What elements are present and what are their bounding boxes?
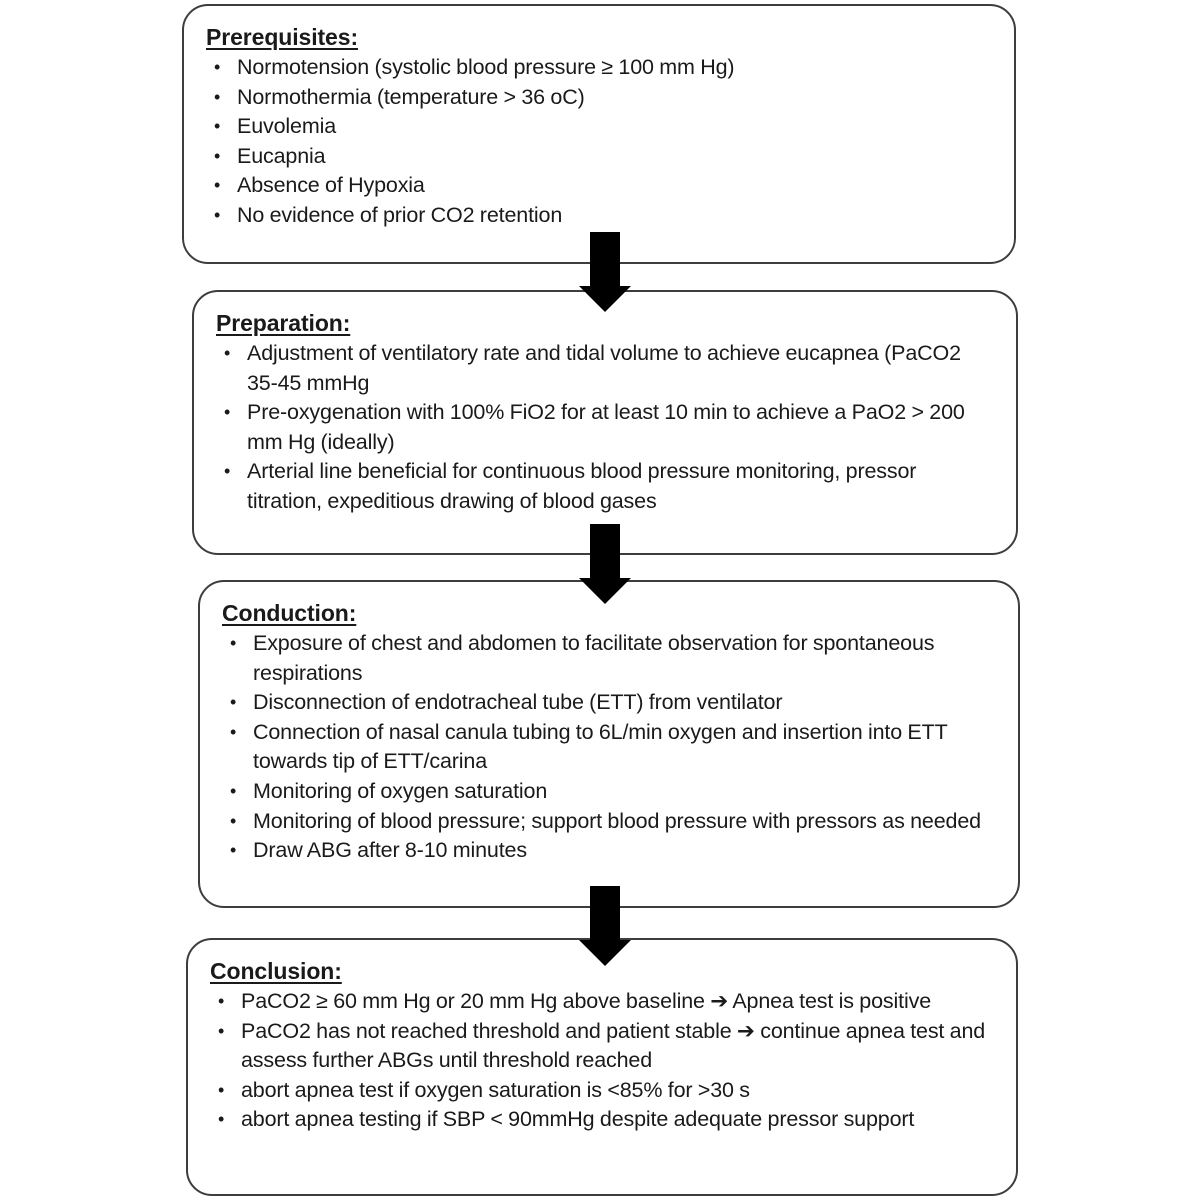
list-item: Normothermia (temperature > 36 oC) [206, 83, 994, 113]
list-item: Absence of Hypoxia [206, 171, 994, 201]
flowchart-node-conduction: Conduction: Exposure of chest and abdome… [198, 580, 1020, 908]
list-item: Monitoring of oxygen saturation [222, 777, 998, 807]
flowchart-node-conclusion: Conclusion: PaCO2 ≥ 60 mm Hg or 20 mm Hg… [186, 938, 1018, 1196]
node-title-prerequisites: Prerequisites: [206, 24, 358, 50]
flowchart-node-preparation: Preparation: Adjustment of ventilatory r… [192, 290, 1018, 555]
down-arrow-icon [579, 524, 631, 604]
down-arrow-icon [579, 232, 631, 312]
bullet-list-preparation: Adjustment of ventilatory rate and tidal… [216, 339, 996, 517]
list-item: No evidence of prior CO2 retention [206, 201, 994, 231]
list-item: abort apnea test if oxygen saturation is… [210, 1076, 996, 1106]
list-item: PaCO2 has not reached threshold and pati… [210, 1017, 996, 1076]
list-item: Disconnection of endotracheal tube (ETT)… [222, 688, 998, 718]
bullet-list-conduction: Exposure of chest and abdomen to facilit… [222, 629, 998, 866]
flowchart-node-prerequisites: Prerequisites: Normotension (systolic bl… [182, 4, 1016, 264]
arrow-shaft [590, 232, 620, 288]
arrow-head [579, 286, 631, 312]
bullet-list-prerequisites: Normotension (systolic blood pressure ≥ … [206, 53, 994, 231]
list-item: Monitoring of blood pressure; support bl… [222, 807, 998, 837]
list-item: PaCO2 ≥ 60 mm Hg or 20 mm Hg above basel… [210, 987, 996, 1017]
node-title-conduction: Conduction: [222, 600, 357, 626]
arrow-shaft [590, 524, 620, 580]
bullet-list-conclusion: PaCO2 ≥ 60 mm Hg or 20 mm Hg above basel… [210, 987, 996, 1135]
arrow-head [579, 578, 631, 604]
list-item: Eucapnia [206, 142, 994, 172]
list-item: Connection of nasal canula tubing to 6L/… [222, 718, 998, 777]
list-item: Draw ABG after 8-10 minutes [222, 836, 998, 866]
down-arrow-icon [579, 886, 631, 966]
list-item: Adjustment of ventilatory rate and tidal… [216, 339, 996, 398]
arrow-head [579, 940, 631, 966]
node-title-conclusion: Conclusion: [210, 958, 342, 984]
list-item: Euvolemia [206, 112, 994, 142]
list-item: abort apnea testing if SBP < 90mmHg desp… [210, 1105, 996, 1135]
node-title-preparation: Preparation: [216, 310, 351, 336]
arrow-shaft [590, 886, 620, 942]
list-item: Normotension (systolic blood pressure ≥ … [206, 53, 994, 83]
list-item: Arterial line beneficial for continuous … [216, 457, 996, 516]
list-item: Exposure of chest and abdomen to facilit… [222, 629, 998, 688]
list-item: Pre-oxygenation with 100% FiO2 for at le… [216, 398, 996, 457]
